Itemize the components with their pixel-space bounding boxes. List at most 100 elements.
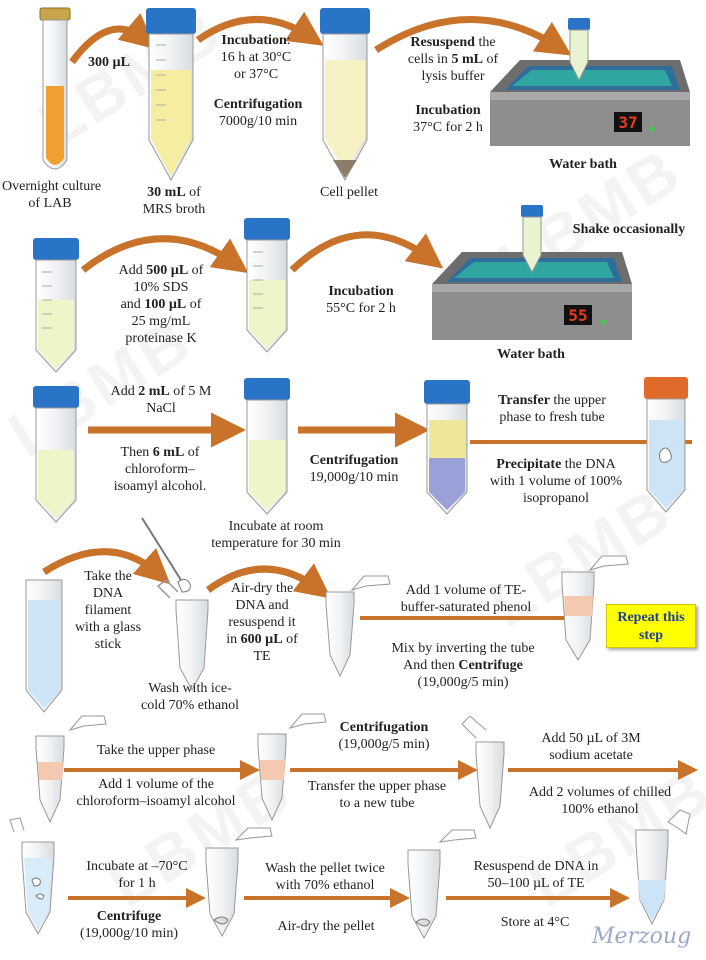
precipitate-text: isopropanol	[522, 491, 590, 506]
precipitate-text: the DNA	[561, 457, 616, 472]
wash-line: Wash with ice-	[148, 681, 232, 696]
sds-text: Add	[118, 263, 147, 278]
repeat-step-badge: Repeat this step	[606, 604, 696, 648]
water-bath-label-text: Water bath	[549, 157, 617, 172]
nacl-text: Add	[110, 384, 139, 399]
take-dna-line: Take the	[84, 569, 132, 584]
volume-value: 300 µL	[88, 55, 130, 70]
ethanol-line: 100% ethanol	[561, 802, 639, 817]
take-dna-line: with a glass	[74, 620, 142, 635]
water-bath-label: Water bath	[528, 156, 638, 173]
repeat-line: step	[638, 628, 664, 643]
sds-text: proteinase K	[125, 331, 197, 346]
air-dry-line: DNA and	[235, 598, 289, 613]
resuspend-text: lysis buffer	[421, 69, 485, 84]
upper-phase-label: Take the upper phase	[96, 743, 216, 758]
incubation-line: 55°C for 2 h	[326, 301, 396, 316]
precipitation-tube	[644, 377, 688, 513]
mix-line: Mix by inverting the tube	[391, 641, 535, 656]
sodium-line: sodium acetate	[549, 748, 633, 763]
incubate-line: for 1 h	[118, 876, 156, 891]
broth-label-text: of	[185, 185, 201, 200]
pellet-falcon-tube	[320, 8, 370, 182]
incubation-line: 16 h at 30°C	[220, 50, 292, 65]
lysate-falcon-tube	[33, 238, 79, 373]
shake-label: Shake occasionally	[556, 221, 702, 238]
water-bath-label: Water bath	[476, 346, 586, 363]
broth-label: 30 mL of MRS broth	[128, 184, 220, 218]
sds-step: Add 500 µL of 10% SDS and 100 µL of 25 m…	[98, 262, 224, 347]
air-dry-line: in	[226, 632, 241, 647]
sds-text: 25 mg/mL	[131, 314, 191, 329]
resuspend-head: Resuspend	[410, 35, 475, 50]
centrifuge-step-6: Centrifuge (19,000g/10 min)	[64, 908, 194, 942]
dna-tube	[25, 579, 63, 713]
transfer-text: the upper	[549, 393, 606, 408]
nacl-volume: 2 mL	[138, 384, 170, 399]
transfer-line: to a new tube	[339, 796, 415, 811]
sds-text: 10% SDS	[133, 280, 189, 295]
resuspend-text: of	[482, 52, 499, 67]
microtube-pink	[561, 555, 629, 661]
microtube-dna	[9, 817, 55, 936]
wash-line: with 70% ethanol	[275, 878, 375, 893]
sds-text: and	[120, 297, 145, 312]
culture-label: Overnight culture of LAB	[2, 178, 101, 212]
microtube-pellet	[205, 827, 273, 938]
microtube	[461, 715, 505, 830]
arrow	[42, 547, 171, 585]
chloro-text: of	[184, 445, 200, 460]
resuspend-line: Resuspend de DNA in	[473, 859, 599, 874]
transfer-step: Transfer the upper phase to fresh tube	[482, 392, 622, 426]
phase-separation-tube	[424, 380, 470, 515]
chloroform-step: Then 6 mL of chloroform– isoamyl alcohol…	[92, 444, 228, 495]
falcon-tube	[244, 378, 290, 515]
centrifugation-step-5: Centrifugation (19,000g/5 min)	[326, 719, 442, 753]
nacl-step: Add 2 mL of 5 M NaCl	[96, 383, 226, 417]
centrifugation-head: Centrifugation	[339, 720, 429, 735]
incubation-head: Incubation	[415, 103, 481, 118]
transfer-text: phase to fresh tube	[499, 410, 605, 425]
bath-display-text: 55	[568, 306, 587, 325]
microtube	[325, 575, 391, 678]
centrifugation-head: Centrifugation	[213, 97, 303, 112]
arrow	[289, 231, 444, 273]
microtube-pink	[35, 715, 107, 824]
te-volume: 600 µL	[240, 632, 283, 647]
incubate-rt-step: Incubate at room temperature for 30 min	[196, 518, 356, 552]
arrow	[69, 13, 156, 65]
precipitate-text: with 1 volume of 100%	[489, 474, 623, 489]
culture-label-line: of LAB	[28, 196, 72, 211]
nacl-text: NaCl	[146, 401, 176, 416]
air-dry-line: TE	[253, 649, 271, 664]
centrifugation-head: Centrifugation	[309, 453, 399, 468]
incubate-step-6: Incubate at –70°C for 1 h	[70, 858, 204, 892]
air-dry-line: Air-dry the	[230, 581, 294, 596]
nacl-text: of 5 M	[169, 384, 212, 399]
chloro-volume: 6 mL	[152, 445, 185, 460]
mix-step: Mix by inverting the tube And then Centr…	[368, 640, 558, 691]
phenol-line: buffer-saturated phenol	[400, 600, 532, 615]
incubation-colon: :	[286, 33, 291, 48]
proteinase-volume: 100 µL	[144, 297, 187, 312]
wash-line: Wash the pellet twice	[265, 861, 385, 876]
sds-volume: 500 µL	[146, 263, 189, 278]
broth-falcon-tube	[146, 8, 196, 182]
centrifugation-line: 19,000g/10 min	[309, 470, 399, 485]
water-bath: 37	[490, 60, 690, 146]
centrifugation-line: (19,000g/5 min)	[338, 737, 430, 752]
incubation-line: or 37°C	[233, 67, 279, 82]
phenol-line: Add 1 volume of TE-	[405, 583, 527, 598]
centrifugation-step: Centrifugation 7000g/10 min	[206, 96, 310, 130]
air-dry-line: of	[282, 632, 298, 647]
microtube-pellet	[407, 829, 477, 940]
resuspend-volume: 5 mL	[451, 52, 483, 67]
ethanol-line: Add 2 volumes of chilled	[528, 785, 672, 800]
sodium-line: Add 50 µL of 3M	[541, 731, 641, 746]
glass-stick	[141, 517, 191, 593]
take-dna-line: DNA	[92, 586, 124, 601]
incubate-line: Incubate at –70°C	[86, 859, 188, 874]
sds-text: of	[188, 263, 204, 278]
wash-line: cold 70% ethanol	[141, 698, 239, 713]
air-dry-pellet-label: Air-dry the pellet	[277, 919, 375, 934]
